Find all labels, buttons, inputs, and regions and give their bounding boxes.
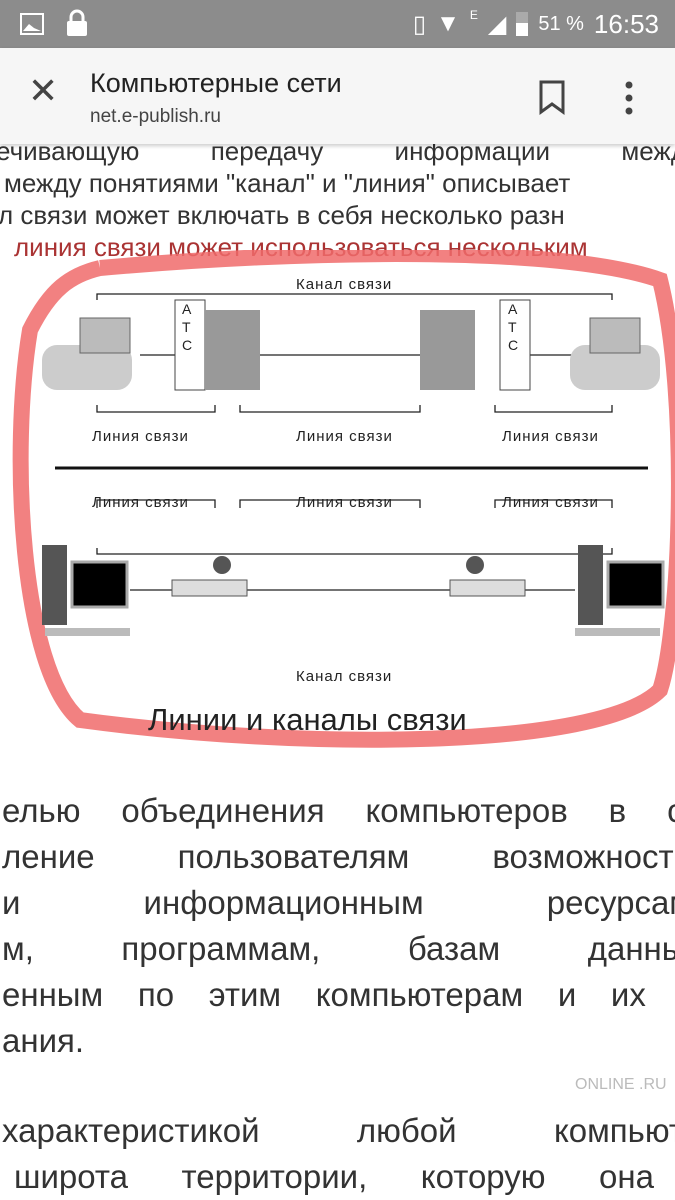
text-line: м, программам, базам данных: [2, 930, 675, 967]
computer-icon: [575, 545, 665, 636]
page-url: net.e-publish.ru: [90, 106, 221, 127]
custom-tab-toolbar: ✕ Компьютерные сети net.e-publish.ru: [0, 48, 675, 144]
image-notification-icon: [20, 13, 44, 35]
page-title: Компьютерные сети: [90, 68, 342, 98]
battery-level: 51 %: [538, 12, 584, 35]
bookmark-icon[interactable]: [537, 80, 567, 116]
status-bar: ▯ ▼ E ◢ 51 % 16:53: [0, 0, 675, 48]
close-icon[interactable]: ✕: [28, 70, 59, 111]
modem-icon: [449, 556, 526, 597]
line-label: Линия связи: [502, 494, 599, 511]
text-line: елью объединения компьютеров в се: [2, 792, 675, 829]
network-type: E: [469, 8, 478, 22]
text-line: характеристикой любой компьюте: [2, 1112, 675, 1149]
text-line: между понятиями "канал" и "линия" описыв…: [4, 168, 571, 198]
text-line: ания.: [2, 1022, 85, 1059]
ats-switch-icon: [420, 299, 531, 391]
network-diagram: [12, 250, 675, 748]
text-line: и информационным ресурсам: [2, 884, 675, 921]
lock-icon: [67, 9, 87, 36]
clock: 16:53: [593, 8, 659, 39]
wifi-icon: ▼: [436, 10, 460, 37]
diagram-caption: Линии и каналы связи: [148, 702, 467, 737]
line-label: Линия связи: [92, 494, 189, 511]
signal-icon: ◢: [487, 10, 507, 38]
more-options-icon[interactable]: [622, 80, 636, 116]
highlight-scribble: [12, 250, 675, 748]
line-label: Линия связи: [502, 428, 599, 445]
channel-label: Канал связи: [296, 276, 393, 293]
vibrate-icon: ▯: [412, 10, 427, 38]
battery-icon: [516, 12, 529, 36]
ats-switch-icon: [174, 299, 260, 391]
computer-icon: [42, 545, 130, 636]
line-label: Линия связи: [296, 494, 393, 511]
line-label: Линия связи: [296, 428, 393, 445]
line-label: Линия связи: [92, 428, 189, 445]
telephone-icon: [42, 317, 132, 390]
text-line: л связи может включать в себя несколько …: [0, 200, 565, 230]
text-line: широта территории, которую она: [14, 1158, 654, 1195]
watermark-logo: ONLINE .RU: [575, 1076, 667, 1093]
modem-icon: [171, 556, 248, 597]
text-line: ление пользователям возможности: [2, 838, 675, 875]
channel-label: Канал связи: [296, 668, 393, 685]
telephone-icon: [570, 317, 660, 390]
text-line: енным по этим компьютерам и их с: [2, 976, 675, 1013]
